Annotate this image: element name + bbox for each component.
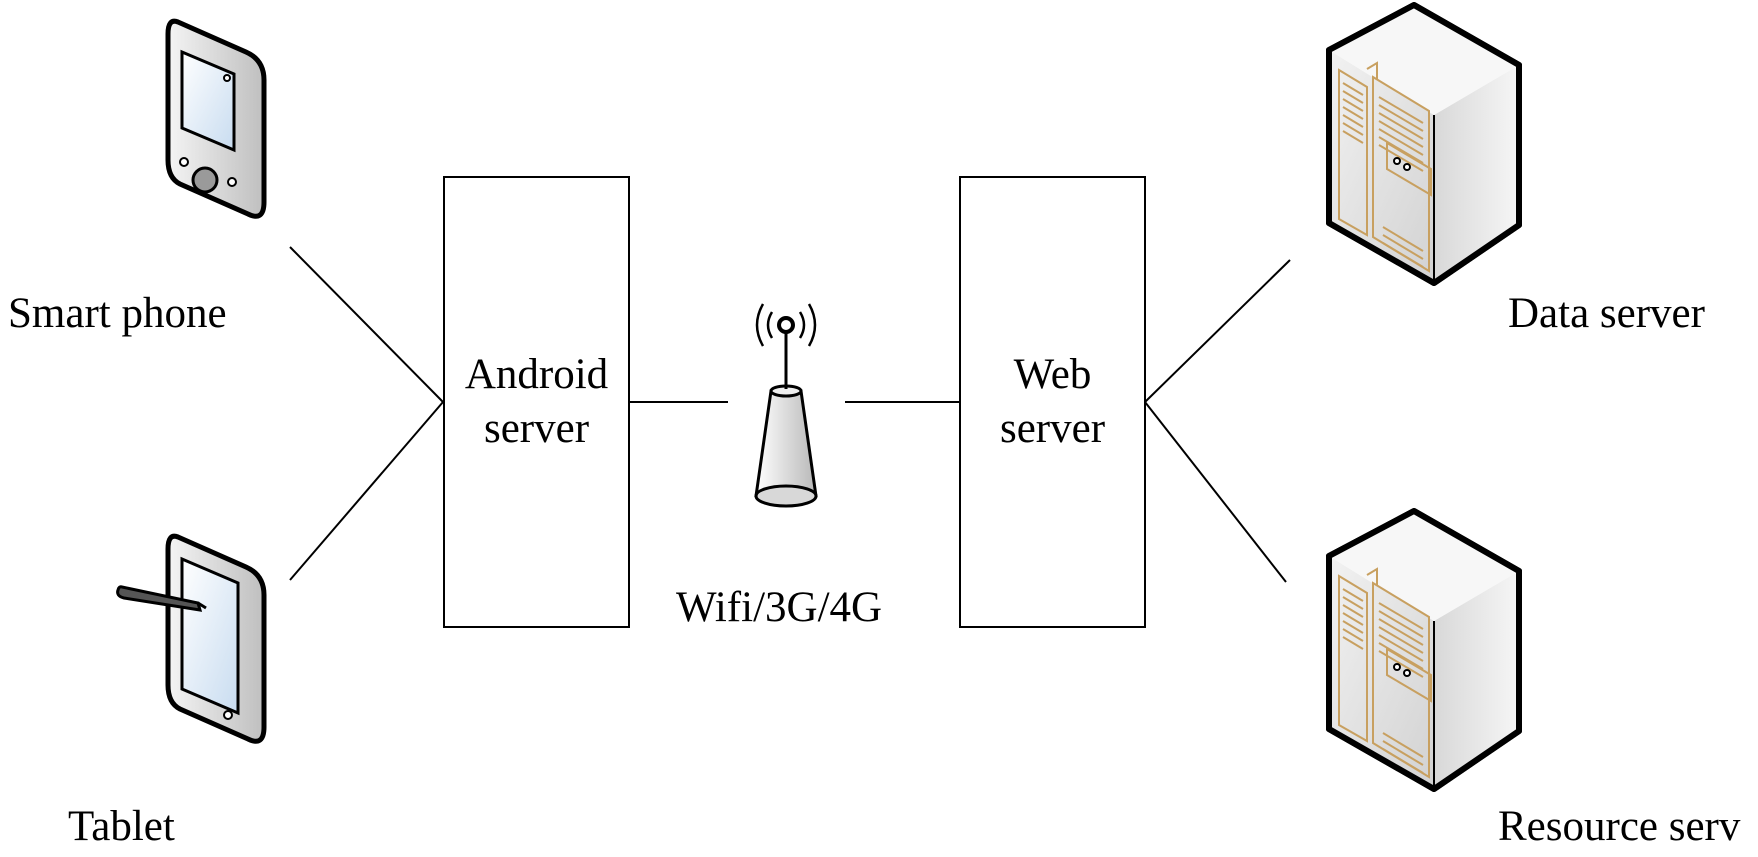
stylus-icon — [116, 585, 207, 612]
data-server-label: Data server — [1508, 290, 1705, 337]
link-tablet-android — [289, 401, 444, 581]
resource-server-label: Resource serv — [1498, 803, 1741, 850]
android-server-label-line2: server — [483, 405, 590, 452]
server-tower-icon — [1326, 508, 1522, 792]
link-phone-android — [289, 246, 444, 403]
server-tower-icon — [1326, 2, 1522, 286]
smart-phone-label: Smart phone — [8, 290, 227, 337]
web-server-label-line2: server — [999, 405, 1106, 452]
network-label: Wifi/3G/4G — [676, 584, 883, 631]
link-web-dataserver — [1144, 259, 1291, 403]
smartphone-icon — [165, 18, 267, 219]
android-server-label-line1: Android — [464, 351, 609, 398]
web-server-box: Web server — [959, 176, 1146, 628]
tablet-label: Tablet — [68, 803, 175, 850]
connectors — [289, 246, 1291, 583]
android-server-box: Android server — [443, 176, 630, 628]
link-web-resourceserver — [1144, 401, 1287, 583]
tablet-icon — [165, 533, 267, 744]
web-server-label-line1: Web — [1013, 351, 1092, 398]
wireless-antenna-icon — [754, 303, 818, 508]
